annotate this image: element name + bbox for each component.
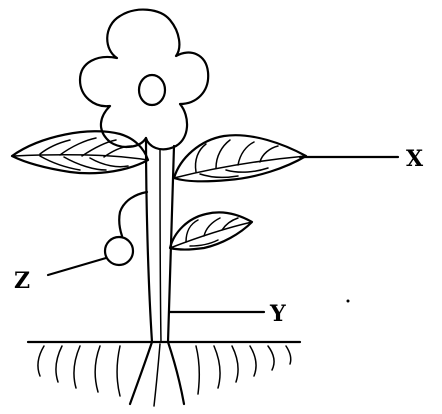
label-z-leader xyxy=(46,256,108,277)
leaf-icon xyxy=(10,130,150,175)
leaf-icon xyxy=(168,211,254,251)
label-z: Z xyxy=(14,268,30,294)
flower-icon xyxy=(78,8,210,151)
leaf-icon xyxy=(172,134,308,183)
flower-center xyxy=(137,73,167,107)
speck xyxy=(346,299,350,303)
label-x: X xyxy=(406,146,424,172)
root xyxy=(37,340,292,407)
fruit-icon xyxy=(103,190,149,267)
label-y: Y xyxy=(269,301,286,327)
